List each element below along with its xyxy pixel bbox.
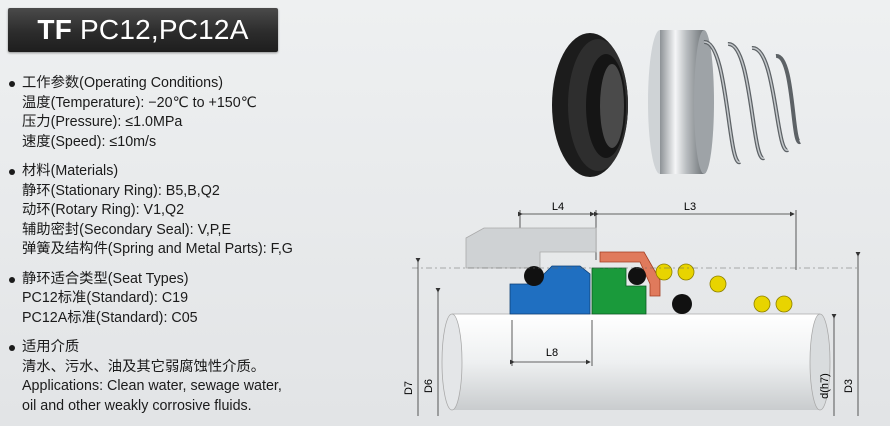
applications-section: 适用介质 清水、污水、油及其它弱腐蚀性介质。 Applications: Cle…	[8, 338, 308, 416]
bullet-icon	[9, 169, 15, 175]
dh7-label: d(h7)	[819, 373, 831, 399]
brand-label: TF	[37, 14, 73, 45]
operating-conditions-heading: 工作参数(Operating Conditions)	[22, 75, 224, 91]
o-ring-rotary-upper	[628, 267, 646, 285]
product-title-bar: TF PC12,PC12A	[8, 8, 278, 52]
pc12-standard-line: PC12标准(Standard): C19	[22, 290, 189, 306]
gland-housing	[465, 227, 597, 269]
applications-en-line-1: Applications: Clean water, sewage water,	[22, 378, 282, 394]
bullet-icon	[9, 345, 15, 351]
applications-cn-line: 清水、污水、油及其它弱腐蚀性介质。	[22, 358, 266, 375]
l8-label: L8	[546, 347, 558, 359]
product-photo	[552, 30, 802, 177]
spring-coils	[655, 263, 793, 313]
seat-types-section: 静环适合类型(Seat Types) PC12标准(Standard): C19…	[8, 270, 308, 329]
applications-heading: 适用介质	[22, 339, 80, 355]
model-label: PC12,PC12A	[80, 14, 249, 45]
operating-conditions-section: 工作参数(Operating Conditions) 温度(Temperatur…	[8, 74, 308, 152]
l3-label: L3	[684, 201, 696, 213]
d3-label: D3	[843, 379, 855, 393]
stationary-ring-line: 静环(Stationary Ring): B5,B,Q2	[22, 182, 220, 199]
stationary-seat	[509, 265, 591, 315]
rotary-ring-line: 动环(Rotary Ring): V1,Q2	[22, 202, 185, 218]
temperature-line: 温度(Temperature): −20℃ to +150℃	[22, 94, 257, 111]
pressure-line: 压力(Pressure): ≤1.0MPa	[22, 114, 183, 130]
speed-line: 速度(Speed): ≤10m/s	[22, 133, 157, 150]
bullet-icon	[9, 276, 15, 283]
seat-types-heading: 静环适合类型(Seat Types)	[22, 270, 189, 287]
seal-diagram: L4 L3 L8 D7 D6	[403, 30, 861, 416]
pc12a-standard-line: PC12A标准(Standard): C05	[22, 309, 198, 326]
applications-en-line-2: oil and other weakly corrosive fluids.	[22, 397, 252, 414]
spec-list: 工作参数(Operating Conditions) 温度(Temperatur…	[8, 74, 308, 426]
l4-label: L4	[552, 201, 564, 213]
o-ring-seat	[524, 266, 544, 286]
d6-label: D6	[423, 379, 435, 393]
rotary-unit-photo	[648, 30, 714, 174]
materials-section: 材料(Materials) 静环(Stationary Ring): B5,B,…	[8, 162, 308, 260]
shaft	[441, 313, 831, 411]
secondary-seal-line: 辅助密封(Secondary Seal): V,P,E	[22, 221, 231, 238]
d7-label: D7	[403, 381, 415, 395]
seat-ring-photo	[552, 33, 628, 177]
o-ring-rotary-lower	[672, 294, 692, 314]
retainer-shell	[599, 251, 661, 297]
bullet-icon	[9, 81, 15, 87]
materials-heading: 材料(Materials)	[22, 163, 119, 179]
spring-metal-line: 弹簧及结构件(Spring and Metal Parts): F,G	[22, 241, 293, 257]
